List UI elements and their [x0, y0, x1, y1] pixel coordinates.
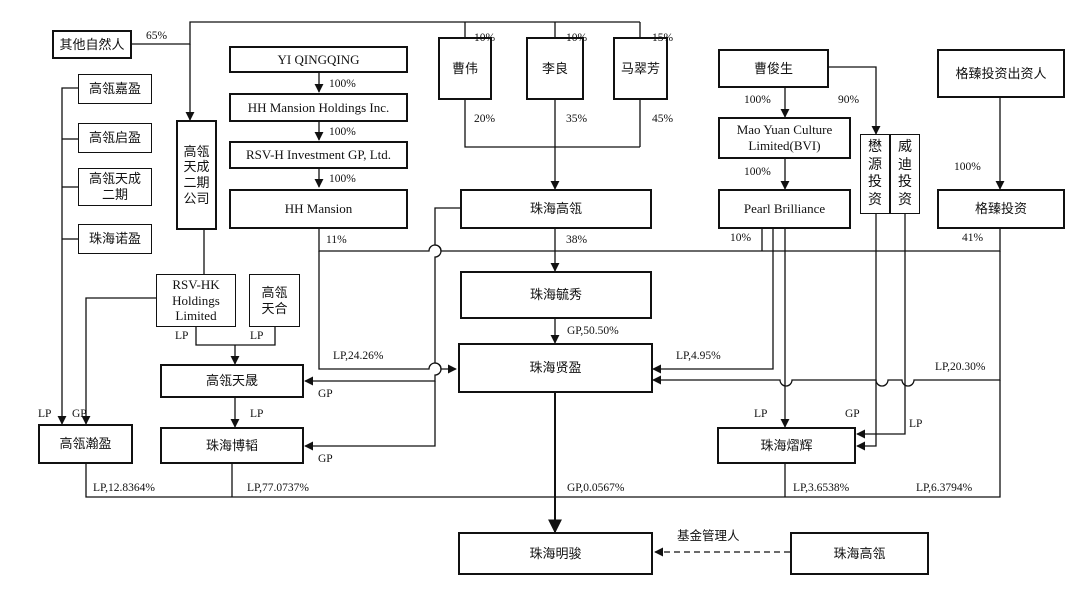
- label-other-65: 65%: [146, 30, 168, 42]
- label-yihui-lp-right: LP: [909, 418, 923, 430]
- label-tiansheng-lp: LP: [250, 408, 264, 420]
- box-li-liang: 李良: [526, 37, 584, 100]
- label-yihui-lp-left: LP: [754, 408, 768, 420]
- label-yihui-to-mingjun: LP,3.6538%: [793, 482, 850, 494]
- label-gezhen-to-mingjun: LP,6.3794%: [916, 482, 973, 494]
- box-hh-mansion: HH Mansion: [229, 189, 408, 229]
- box-rsv-hk: RSV-HK Holdings Limited: [156, 274, 236, 327]
- label-xianying-to-mingjun: GP,0.0567%: [567, 482, 625, 494]
- label-caowei-10: 10%: [474, 32, 496, 44]
- edge-yiyuan-to-yihui: [856, 214, 877, 451]
- box-other-persons: 其他自然人: [52, 30, 132, 59]
- label-tianhe-lp: LP: [250, 330, 264, 342]
- label-botao-gp: GP: [318, 453, 333, 465]
- box-gaoling-tianhe: 高瓴 天合: [249, 274, 300, 327]
- label-yi-100: 100%: [329, 78, 356, 90]
- label-gaoling-38: 38%: [566, 234, 588, 246]
- label-botao-to-mingjun: LP,77.0737%: [247, 482, 309, 494]
- box-zhuhai-mingjun: 珠海明骏: [458, 532, 653, 575]
- box-gaoling-tiansheng: 高瓴天晟: [160, 364, 304, 398]
- edge-weidi-to-yihui: [856, 214, 906, 439]
- box-gaoling-hanying: 高瓴瀚盈: [38, 424, 133, 464]
- box-ma-cuifang: 马翠芳: [613, 37, 668, 100]
- box-zhuhai-nuoying: 珠海诺盈: [78, 224, 152, 254]
- label-pearl-lp: LP,4.95%: [676, 350, 721, 362]
- edge-gaoling-to-tiansheng: [304, 207, 460, 386]
- box-zhuhai-xianying: 珠海贤盈: [458, 343, 653, 393]
- edge-gezhen-to-xianying: [652, 251, 1001, 387]
- label-liliang-35: 35%: [566, 113, 588, 125]
- box-gezhen-touzi: 格臻投资: [937, 189, 1065, 229]
- edge-gaoling-to-botao: [304, 381, 436, 451]
- edge-funds-bracket: [57, 87, 78, 425]
- box-gaoling-qiying: 高瓴启盈: [78, 123, 152, 153]
- edge-bus-to-yuxiu: [318, 229, 1001, 252]
- label-pearl-10: 10%: [730, 232, 752, 244]
- label-yihui-gp: GP: [845, 408, 860, 420]
- label-tiansheng-gp: GP: [318, 388, 333, 400]
- box-gaoling-tiancheng-2: 高瓴天成 二期: [78, 168, 152, 206]
- box-cao-wei: 曹伟: [438, 37, 492, 100]
- label-rsvhk-lp: LP: [175, 330, 189, 342]
- box-zhuhai-gaoling-manager: 珠海高瓴: [790, 532, 929, 575]
- label-fund-manager: 基金管理人: [677, 529, 740, 543]
- label-liliang-10: 10%: [566, 32, 588, 44]
- edge-tiancheng-company-to-hanying: [81, 230, 205, 425]
- label-hanying-lp: LP: [38, 408, 52, 420]
- label-hanying-to-mingjun: LP,12.8364%: [93, 482, 155, 494]
- box-gaoling-tiancheng-2-company: 高瓴 天成 二期 公司: [176, 120, 217, 230]
- label-caojs-90: 90%: [838, 94, 860, 106]
- label-gezhen-lp: LP,20.30%: [935, 361, 986, 373]
- label-caojs-100: 100%: [744, 94, 771, 106]
- edge-other-persons-to-tiancheng-company: [131, 21, 640, 45]
- label-maoyuan-100: 100%: [744, 166, 771, 178]
- label-rsvh-100: 100%: [329, 173, 356, 185]
- box-yiyuan-touzi: 懋 源 投 资: [860, 134, 890, 214]
- box-yi-qingqing: YI QINGQING: [229, 46, 408, 73]
- box-cao-junsheng: 曹俊生: [718, 49, 829, 88]
- box-zhuhai-yihui: 珠海熠辉: [717, 427, 856, 464]
- box-mao-yuan: Mao Yuan Culture Limited(BVI): [718, 117, 851, 159]
- label-gezhen-inv-100: 100%: [954, 161, 981, 173]
- edge-caojs-to-yiyuan: [829, 66, 881, 135]
- edge-caowei-down: [464, 100, 640, 148]
- box-zhuhai-gaoling: 珠海高瓴: [460, 189, 652, 229]
- box-hh-mansion-holdings: HH Mansion Holdings Inc.: [229, 93, 408, 122]
- label-hhmh-100: 100%: [329, 126, 356, 138]
- edge-pearl-to-xianying: [652, 229, 774, 374]
- label-gezhen-41: 41%: [962, 232, 984, 244]
- box-zhuhai-botao: 珠海博韬: [160, 427, 304, 464]
- label-caowei-20: 20%: [474, 113, 496, 125]
- box-gezhen-investors: 格臻投资出资人: [937, 49, 1065, 98]
- label-ma-45: 45%: [652, 113, 674, 125]
- label-hh-lp: LP,24.26%: [333, 350, 384, 362]
- box-pearl-brilliance: Pearl Brilliance: [718, 189, 851, 229]
- box-zhuhai-yuxiu: 珠海毓秀: [460, 271, 652, 319]
- box-gaoling-jiaying: 高瓴嘉盈: [78, 74, 152, 104]
- edge-bottom-bus: [85, 380, 1001, 498]
- label-ma-15: 15%: [652, 32, 674, 44]
- label-yuxiu-gp: GP,50.50%: [567, 325, 619, 337]
- label-hh-11: 11%: [326, 234, 347, 246]
- box-rsv-h-gp: RSV-H Investment GP, Ltd.: [229, 141, 408, 169]
- box-weidi-touzi: 威 迪 投 资: [890, 134, 920, 214]
- label-hanying-gp: GP: [72, 408, 87, 420]
